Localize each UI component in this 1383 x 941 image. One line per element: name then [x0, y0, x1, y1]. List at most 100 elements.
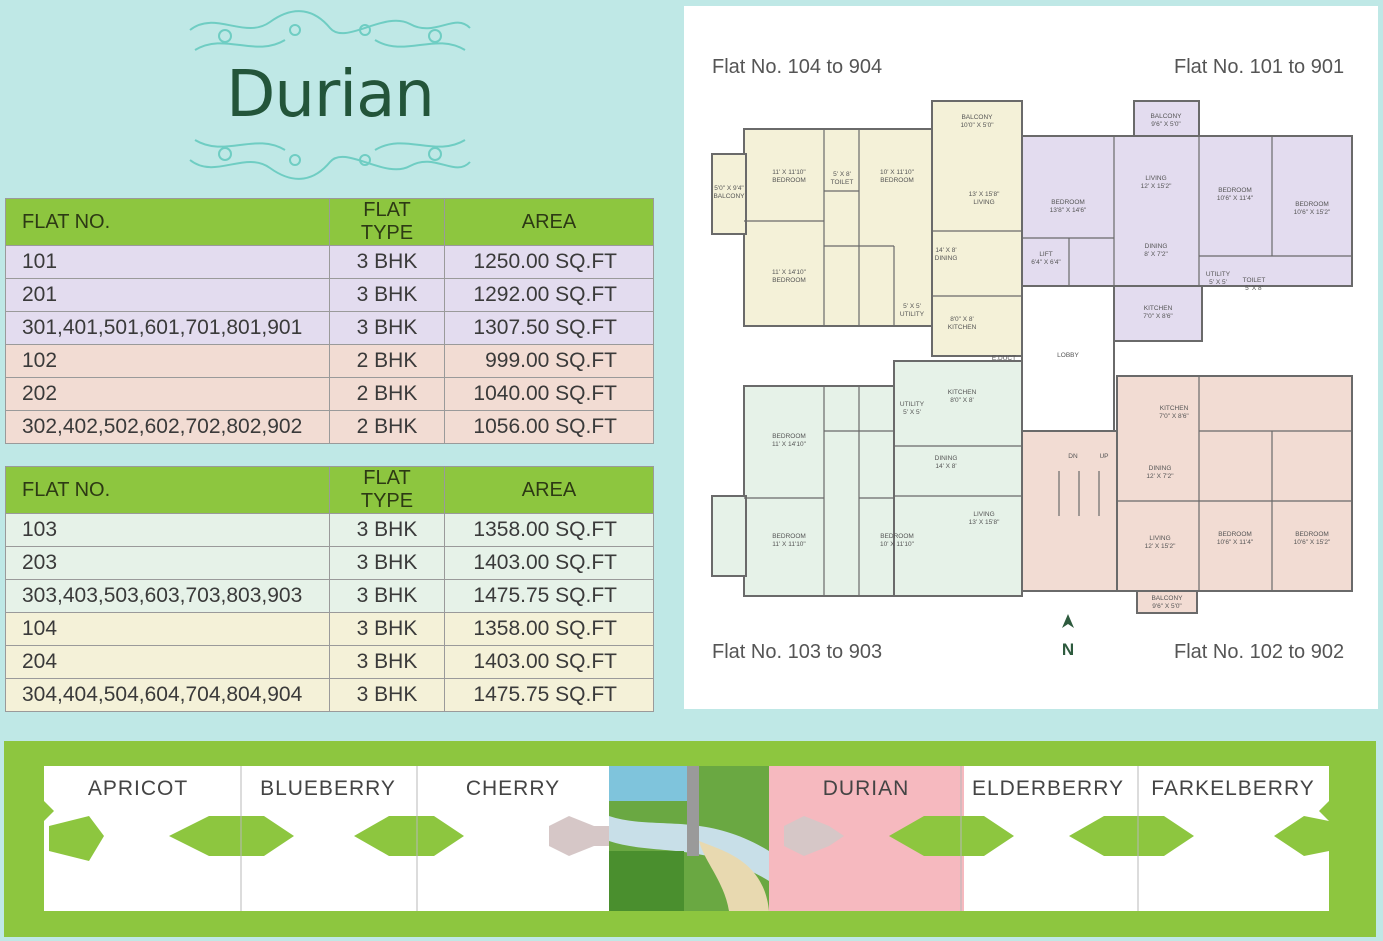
north-label: N	[1062, 640, 1074, 659]
table-row: 104 3 BHK 1358.00 SQ.FT	[5, 612, 654, 646]
cell-area: 1056.00 SQ.FT	[444, 410, 654, 444]
cell-flat-no: 202	[5, 377, 330, 411]
floor-plan-panel: Flat No. 104 to 904 Flat No. 101 to 901 …	[684, 6, 1378, 709]
room-bedroom-e: BEDROOM	[1218, 187, 1252, 194]
flat-104-bedrooms	[743, 128, 935, 327]
room-bedroom-f-dim: 10'6" X 15'2"	[1294, 209, 1331, 216]
table-row: 203 3 BHK 1403.00 SQ.FT	[5, 546, 654, 580]
room-bedroom-g-dim: 11' X 14'10"	[772, 441, 807, 448]
title-ornament-group: Durian	[185, 10, 475, 180]
cell-flat-no: 103	[5, 513, 330, 547]
cell-flat-type: 3 BHK	[329, 645, 445, 679]
table-row: 303,403,503,603,703,803,903 3 BHK 1475.7…	[5, 579, 654, 613]
room-bedroom-g: BEDROOM	[772, 433, 806, 440]
room-bedroom-c-dim: 11' X 14'10"	[772, 269, 807, 276]
room-balcony-b: BALCONY	[1150, 113, 1182, 120]
room-living-c-dim: 13' X 15'8"	[969, 519, 1001, 526]
page-title: Durian	[226, 58, 435, 132]
flat-102-area	[1116, 375, 1353, 592]
cell-flat-type: 2 BHK	[329, 344, 445, 378]
room-kitchen-b: KITCHEN	[1144, 305, 1173, 312]
block-label-farkelberry: FARKELBERRY	[1151, 777, 1315, 800]
cell-area: 1040.00 SQ.FT	[444, 377, 654, 411]
flat-area-table-1: FLAT NO. FLAT TYPE AREA 101 3 BHK 1250.0…	[5, 198, 654, 444]
label-flat-104-904: Flat No. 104 to 904	[712, 56, 883, 78]
room-kitchen-a: KITCHEN	[948, 324, 977, 331]
room-bedroom-i: BEDROOM	[880, 533, 914, 540]
room-utility-a: UTILITY	[900, 311, 925, 318]
room-utility-b: UTILITY	[1206, 271, 1231, 278]
room-toilet-b: TOILET	[1243, 277, 1266, 284]
balcony-102	[1136, 590, 1198, 614]
stair-up: UP	[1099, 453, 1108, 460]
stair-area	[1021, 430, 1118, 592]
header-flat-type: FLAT TYPE	[329, 198, 445, 246]
room-kitchen-d: KITCHEN	[1160, 405, 1189, 412]
cell-flat-type: 3 BHK	[329, 278, 445, 312]
cell-area: 999.00 SQ.FT	[444, 344, 654, 378]
cell-flat-type: 3 BHK	[329, 579, 445, 613]
pool	[609, 766, 687, 801]
cell-flat-type: 3 BHK	[329, 311, 445, 345]
room-living-b: LIVING	[1145, 175, 1166, 182]
park-area	[609, 766, 769, 911]
header-flat-no: FLAT NO.	[5, 198, 330, 246]
room-bedroom-j-dim: 10'6" X 11'4"	[1217, 539, 1254, 546]
cell-flat-type: 3 BHK	[329, 612, 445, 646]
room-lift: LIFT	[1039, 251, 1052, 258]
room-toilet-b-dim: 5' X 8'	[1245, 285, 1263, 292]
room-bedroom-b-dim: 10' X 11'10"	[880, 169, 915, 176]
room-balcony-c: BALCONY	[1151, 595, 1183, 602]
flat-101-area	[1021, 135, 1353, 287]
room-bedroom-f: BEDROOM	[1295, 201, 1329, 208]
room-balcony-b-dim: 9'6" X 5'0"	[1151, 121, 1181, 128]
balcony-side-104	[711, 153, 747, 235]
balcony-side-103	[711, 495, 747, 577]
cell-flat-no: 203	[5, 546, 330, 580]
balcony-101	[1133, 100, 1200, 137]
room-bedroom-e-dim: 10'6" X 11'4"	[1217, 195, 1254, 202]
cell-area: 1403.00 SQ.FT	[444, 645, 654, 679]
flat-104-living	[931, 100, 1023, 357]
block-label-elderberry: ELDERBERRY	[972, 777, 1124, 800]
header-flat-type: FLAT TYPE	[329, 466, 445, 514]
table-row: 304,404,504,604,704,804,904 3 BHK 1475.7…	[5, 678, 654, 712]
block-label-durian: DURIAN	[823, 777, 910, 800]
table-row: 201 3 BHK 1292.00 SQ.FT	[5, 278, 654, 312]
room-bedroom-k: BEDROOM	[1295, 531, 1329, 538]
room-balcony-c-dim: 9'6" X 5'0"	[1152, 603, 1182, 610]
table-row: 301,401,501,601,701,801,901 3 BHK 1307.5…	[5, 311, 654, 345]
floor-plan-drawing: BALCONY 10'0" X 5'0" 11' X 11'10" BEDROO…	[711, 100, 1353, 659]
table-row: 102 2 BHK 999.00 SQ.FT	[5, 344, 654, 378]
header-area: AREA	[444, 198, 654, 246]
cell-flat-no: 102	[5, 344, 330, 378]
table-row: 103 3 BHK 1358.00 SQ.FT	[5, 513, 654, 547]
room-balcony-side: BALCONY	[713, 193, 745, 200]
room-bedroom-i-dim: 10' X 11'10"	[880, 541, 915, 548]
header-area: AREA	[444, 466, 654, 514]
table-row: 101 3 BHK 1250.00 SQ.FT	[5, 245, 654, 279]
room-lift-dim: 6'4" X 6'4"	[1031, 259, 1061, 266]
cell-flat-type: 3 BHK	[329, 245, 445, 279]
cell-flat-type: 2 BHK	[329, 377, 445, 411]
label-flat-102-902: Flat No. 102 to 902	[1174, 641, 1345, 663]
cell-area: 1475.75 SQ.FT	[444, 678, 654, 712]
room-kitchen-c-dim: 8'0" X 8'	[950, 397, 974, 404]
room-bedroom-c: BEDROOM	[772, 277, 806, 284]
cell-flat-no: 204	[5, 645, 330, 679]
cell-flat-no: 302,402,502,602,702,802,902	[5, 410, 330, 444]
room-utility-b-dim: 5' X 5'	[1209, 279, 1227, 286]
cell-area: 1307.50 SQ.FT	[444, 311, 654, 345]
room-balcony-a-dim: 10'0" X 5'0"	[960, 122, 994, 129]
cell-flat-type: 2 BHK	[329, 410, 445, 444]
block-layout-drawing: APRICOT BLUEBERRY CHERRY DURIAN ELDERBER…	[44, 766, 1329, 911]
cell-flat-no: 104	[5, 612, 330, 646]
table-row: 302,402,502,602,702,802,902 2 BHK 1056.0…	[5, 410, 654, 444]
cell-flat-type: 3 BHK	[329, 678, 445, 712]
room-dining-b-dim: 8' X 7'2"	[1144, 251, 1168, 258]
room-toilet-a: TOILET	[831, 179, 854, 186]
cell-flat-type: 3 BHK	[329, 546, 445, 580]
room-bedroom-j: BEDROOM	[1218, 531, 1252, 538]
room-dining-d: DINING	[1149, 465, 1172, 472]
label-flat-103-903: Flat No. 103 to 903	[712, 641, 883, 663]
